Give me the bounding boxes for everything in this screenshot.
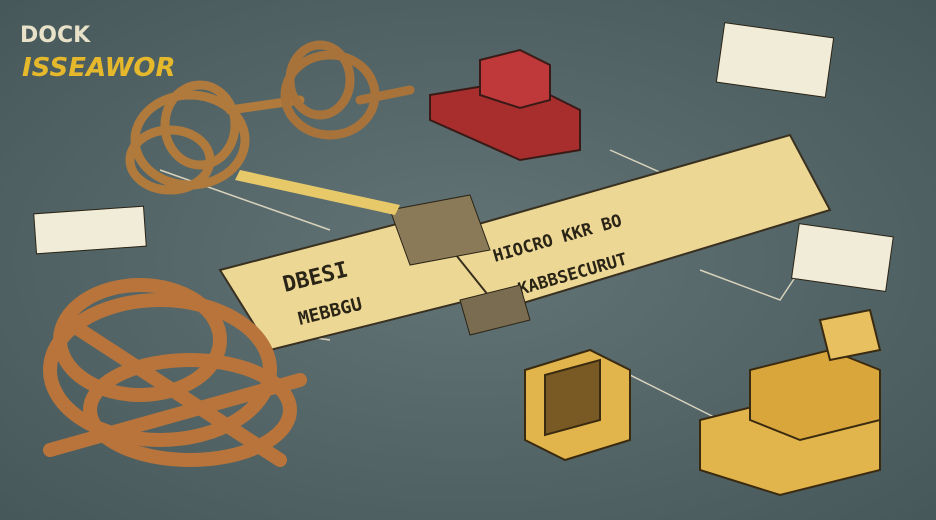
chip-card [459,284,531,336]
red-block [429,48,581,162]
rope-pile [43,278,307,467]
logo-line2: ISSEAWOR [22,53,175,83]
gold-blocks-pile [699,308,882,497]
rope-coil [280,40,415,140]
rope-tail [235,170,400,215]
logo: DOCK ISSEAWOR [20,23,175,83]
note-labels [33,22,894,292]
gold-box [524,348,631,462]
chip-card [389,194,491,266]
logo-line1: DOCK [20,23,91,48]
